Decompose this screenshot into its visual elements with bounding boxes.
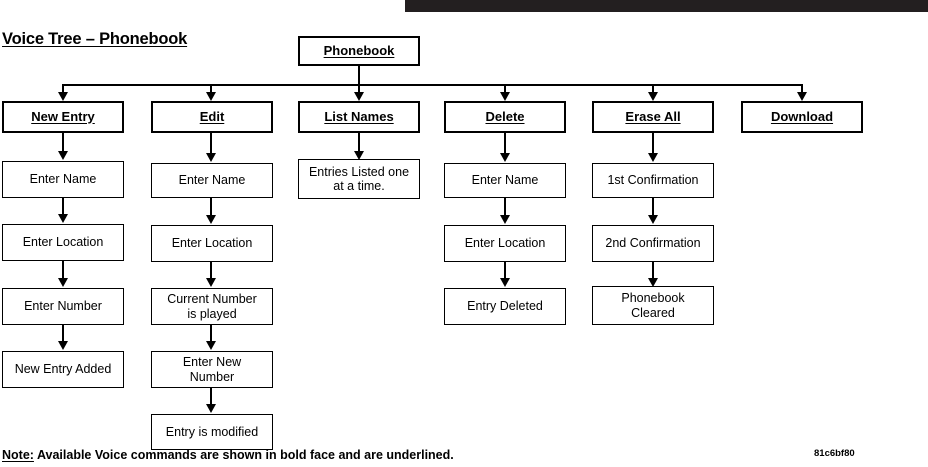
arrow-delete-1 bbox=[500, 153, 510, 162]
connector-root-stem bbox=[358, 66, 360, 85]
node-label: Phonebook bbox=[323, 42, 395, 58]
connector-new-entry-4 bbox=[62, 325, 64, 342]
connector-new-entry-2 bbox=[62, 198, 64, 215]
arrow-delete-2 bbox=[500, 215, 510, 224]
arrow-erase-all-3 bbox=[648, 278, 658, 287]
node-edit-step-2[interactable]: Enter Location bbox=[151, 225, 273, 262]
node-command-edit[interactable]: Edit bbox=[151, 101, 273, 133]
arrow-to-download bbox=[797, 92, 807, 101]
connector-erase-all-1 bbox=[652, 133, 654, 154]
node-label: New Entry Added bbox=[14, 362, 112, 377]
node-label: Phonebook Cleared bbox=[621, 291, 685, 320]
page-title: Voice Tree – Phonebook bbox=[2, 30, 188, 48]
node-delete-step-1[interactable]: Enter Name bbox=[444, 163, 566, 198]
connector-edit-1 bbox=[210, 133, 212, 154]
connector-delete-1 bbox=[504, 133, 506, 154]
connector-to-new-entry bbox=[62, 84, 64, 94]
connector-bus bbox=[62, 84, 803, 86]
connector-erase-all-3 bbox=[652, 262, 654, 279]
node-command-delete[interactable]: Delete bbox=[444, 101, 566, 133]
arrow-new-entry-4 bbox=[58, 341, 68, 350]
connector-new-entry-1 bbox=[62, 133, 64, 153]
node-command-erase-all[interactable]: Erase All bbox=[592, 101, 714, 133]
arrow-to-delete bbox=[500, 92, 510, 101]
node-delete-step-2[interactable]: Enter Location bbox=[444, 225, 566, 262]
connector-delete-3 bbox=[504, 262, 506, 279]
connector-edit-3 bbox=[210, 262, 212, 279]
arrow-new-entry-1 bbox=[58, 151, 68, 160]
node-label: Entries Listed one at a time. bbox=[308, 164, 410, 193]
arrow-erase-all-2 bbox=[648, 215, 658, 224]
arrow-delete-3 bbox=[500, 278, 510, 287]
arrow-to-list-names bbox=[354, 92, 364, 101]
node-list-names-step-1[interactable]: Entries Listed one at a time. bbox=[298, 159, 420, 199]
note-label: Note: bbox=[2, 448, 34, 462]
node-edit-step-4[interactable]: Enter New Number bbox=[151, 351, 273, 388]
node-label: Enter Location bbox=[171, 236, 253, 251]
node-label: 2nd Confirmation bbox=[605, 236, 701, 251]
node-label: Enter Location bbox=[464, 236, 546, 251]
connector-to-list-names bbox=[358, 84, 360, 94]
node-label: Enter Name bbox=[471, 173, 539, 188]
arrow-edit-1 bbox=[206, 153, 216, 162]
note-text: Available Voice commands are shown in bo… bbox=[33, 448, 454, 462]
connector-to-delete bbox=[504, 84, 506, 94]
connector-erase-all-2 bbox=[652, 198, 654, 216]
arrow-to-erase-all bbox=[648, 92, 658, 101]
node-label: New Entry bbox=[31, 108, 95, 124]
node-erase-all-step-1[interactable]: 1st Confirmation bbox=[592, 163, 714, 198]
node-label: List Names bbox=[324, 108, 394, 124]
arrow-list-names-1 bbox=[354, 151, 364, 160]
node-erase-all-step-2[interactable]: 2nd Confirmation bbox=[592, 225, 714, 262]
connector-delete-2 bbox=[504, 198, 506, 216]
connector-to-erase-all bbox=[652, 84, 654, 94]
node-command-list-names[interactable]: List Names bbox=[298, 101, 420, 133]
arrow-edit-5 bbox=[206, 404, 216, 413]
node-label: Download bbox=[770, 108, 834, 124]
node-label: Enter Name bbox=[178, 173, 246, 188]
arrow-new-entry-3 bbox=[58, 278, 68, 287]
connector-edit-2 bbox=[210, 198, 212, 216]
arrow-erase-all-1 bbox=[648, 153, 658, 162]
arrow-edit-4 bbox=[206, 341, 216, 350]
node-label: Enter Name bbox=[29, 172, 97, 187]
node-delete-step-3[interactable]: Entry Deleted bbox=[444, 288, 566, 325]
node-label: Delete bbox=[485, 108, 525, 124]
node-new-entry-step-2[interactable]: Enter Location bbox=[2, 224, 124, 261]
connector-edit-4 bbox=[210, 325, 212, 342]
node-erase-all-step-3[interactable]: Phonebook Cleared bbox=[592, 286, 714, 325]
node-label: Edit bbox=[199, 108, 225, 124]
node-label: Entry Deleted bbox=[467, 299, 543, 314]
connector-new-entry-3 bbox=[62, 261, 64, 279]
node-edit-step-3[interactable]: Current Number is played bbox=[151, 288, 273, 325]
node-edit-step-1[interactable]: Enter Name bbox=[151, 163, 273, 198]
node-phonebook-root[interactable]: Phonebook bbox=[298, 36, 420, 66]
connector-bus-right-cap bbox=[801, 84, 803, 94]
node-new-entry-step-4[interactable]: New Entry Added bbox=[2, 351, 124, 388]
node-new-entry-step-1[interactable]: Enter Name bbox=[2, 161, 124, 198]
arrow-edit-3 bbox=[206, 278, 216, 287]
arrow-to-edit bbox=[206, 92, 216, 101]
note: Note: Available Voice commands are shown… bbox=[2, 448, 454, 462]
node-new-entry-step-3[interactable]: Enter Number bbox=[2, 288, 124, 325]
connector-edit-5 bbox=[210, 388, 212, 405]
node-label: Enter Location bbox=[22, 235, 104, 250]
node-edit-step-5[interactable]: Entry is modified bbox=[151, 414, 273, 450]
node-label: Enter New Number bbox=[182, 355, 242, 384]
node-label: Enter Number bbox=[24, 299, 102, 314]
connector-list-names-1 bbox=[358, 133, 360, 152]
arrow-to-new-entry bbox=[58, 92, 68, 101]
node-label: Erase All bbox=[625, 108, 681, 124]
node-label: Current Number is played bbox=[167, 292, 257, 321]
node-command-new-entry[interactable]: New Entry bbox=[2, 101, 124, 133]
top-black-banner bbox=[405, 0, 928, 12]
arrow-new-entry-2 bbox=[58, 214, 68, 223]
node-label: 1st Confirmation bbox=[607, 173, 699, 188]
connector-to-edit bbox=[210, 84, 212, 94]
arrow-edit-2 bbox=[206, 215, 216, 224]
node-command-download[interactable]: Download bbox=[741, 101, 863, 133]
document-code: 81c6bf80 bbox=[814, 448, 855, 459]
node-label: Entry is modified bbox=[165, 424, 259, 439]
